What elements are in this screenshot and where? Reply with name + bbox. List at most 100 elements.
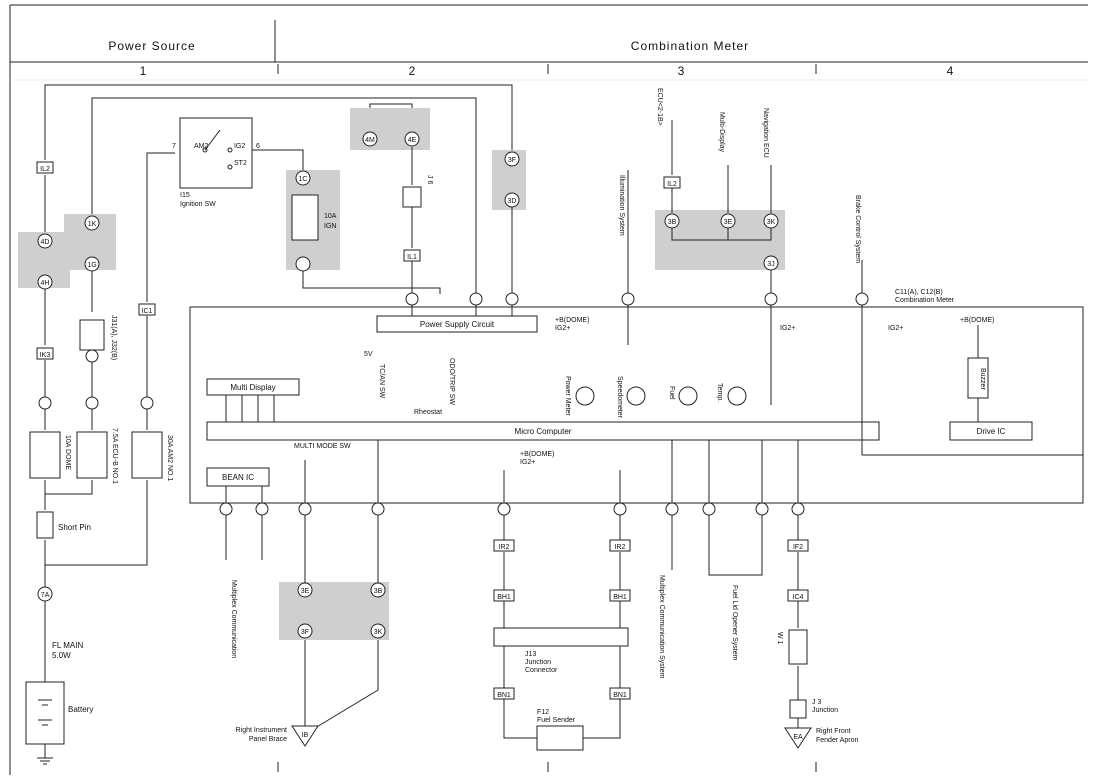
multi-display-label: Multi Display [230,383,275,392]
junction-j31-box [79,319,105,351]
column-number-2: 2 [409,64,416,78]
header-frame [9,4,1088,775]
connector-bh1-right-label: BH1 [613,594,627,601]
connector-7-ecu [85,396,99,410]
bean-ic-box [206,467,270,487]
washer-level-sensor-id: W 1 [776,632,783,645]
column-1-wiring [44,84,513,682]
connector-3k-bottom-label: 3K [374,629,383,636]
connector-ic4 [787,589,809,602]
connector-4m-label: 4M [365,137,375,144]
connector-il1-label: IL1 [407,254,417,261]
connector-3b-bottom [370,582,386,598]
signal-multiplex-bean: Multiplex Communication [230,580,237,658]
signal-brake-control: Brake Control System [854,195,861,263]
gauge-fuel: Fuel [668,386,675,400]
connector-bn1-right [609,687,631,700]
junction-j13-label: Junction [525,659,551,666]
fuse-ecu-label: 7.5A ECU-B NO.1 [111,428,118,484]
connector-bh1-left [493,589,515,602]
signal-fuel-lid: Fuel Lid Opener System [731,585,738,661]
connector-1g-ign [295,256,311,272]
connector-il2-right-label: IL2 [667,181,677,188]
fuel-sender-label: Fuel Sender [537,717,576,724]
wire-joint-3b-3k [671,228,772,241]
junction-j31-id: J31(A), J32(B) [110,315,117,360]
ignition-pin-7: 7 [172,143,176,150]
multi-mode-sw-label: MULTI MODE SW [294,443,351,450]
header-power-source: Power Source [108,39,195,53]
connector-3f-bottom [297,623,313,639]
ignition-pin-6: 6 [256,143,260,150]
wire-ign-to-meter [302,271,441,294]
fuse-ign-name: IGN [324,223,336,230]
rheostat-label: Rheostat [414,409,442,416]
fuse-ign-rating: 10A [324,213,337,220]
micro-ig2: IG2+ [520,459,535,466]
junction-j3-label: Junction [812,707,838,714]
combination-meter-name: Combination Meter [895,297,955,304]
connector-4e [404,131,420,147]
micro-computer-label: Micro Computer [515,427,572,436]
connector-4d-label: 4D [41,239,50,246]
connector-3f-bottom-label: 3F [301,629,309,636]
connector-1c [295,170,311,186]
junction-j13-label-2: Connector [525,667,558,674]
column-number-4: 4 [947,64,954,78]
ground-ea-desc: Right Front [816,728,851,735]
signal-navigation: Navigation ECU [762,108,769,158]
connector-4h [37,274,53,290]
tcan-sw-label: TC/AN SW [378,364,385,399]
meter-bottom-terminals [219,502,805,516]
ground-ib [291,725,319,747]
voltage-5v-label: 5V [364,351,373,358]
ignition-sw-id: I15 [180,192,190,199]
connector-bn1-right-label: BN1 [613,692,627,699]
connector-bh1-right [609,589,631,602]
connector-ic1 [138,303,156,316]
connector-bn1-left-label: BN1 [497,692,511,699]
ig2-right: IG2+ [780,325,795,332]
meter-top-terminals [405,292,869,306]
connector-il2-label: IL2 [40,166,50,173]
connector-bh1-left-label: BH1 [497,594,511,601]
ignition-pin-st2: ST2 [234,160,247,167]
fuel-sender-id: F12 [537,709,549,716]
connector-ir2-right-label: IR2 [615,544,626,551]
short-pin-label: Short Pin [58,523,91,532]
connector-ic1-label: IC1 [142,308,153,315]
connector-1g-label: 1G [87,262,96,269]
buzzer-label: Buzzer [979,368,986,390]
gauge-speedometer: Speedometer [616,376,623,419]
connector-ik3 [36,347,54,360]
ignition-pin-am2: AM2 [194,143,209,150]
connector-3j-label: 3J [767,261,774,268]
ground-ea-desc-2: Fender Apron [816,737,859,744]
bottom-signal-arrows [225,515,763,576]
connector-1k [84,215,100,231]
drive-ic-label: Drive IC [977,427,1006,436]
odo-trip-sw-label: ODO/TRIP SW [448,358,455,405]
connector-7a [37,586,53,602]
connector-if2-label: IF2 [793,544,803,551]
connector-4m [362,131,378,147]
washer-level-sensor-box [788,629,808,665]
meter-ig2: IG2+ [555,325,570,332]
ignition-sw-label: Ignition SW [180,201,216,208]
gauge-temp: Temp. [716,383,723,402]
connector-1k-label: 1K [88,221,97,228]
connector-ic4-label: IC4 [793,594,804,601]
power-supply-circuit [376,315,538,333]
fuse-am2-label: 30A AM2 NO.1 [166,435,173,481]
ground-ib-desc: Right Instrument [236,727,287,734]
connector-3k-bottom [370,623,386,639]
ignition-switch-box [179,117,253,189]
header-combination-meter: Combination Meter [631,39,749,53]
connector-3b-bottom-label: 3B [374,588,383,595]
wire-4m-4e [369,103,413,108]
connector-3e-bottom-label: 3E [301,588,310,595]
battery-box [25,681,65,745]
power-supply-circuit-label: Power Supply Circuit [420,320,495,329]
connector-7a-label: 7A [41,592,50,599]
